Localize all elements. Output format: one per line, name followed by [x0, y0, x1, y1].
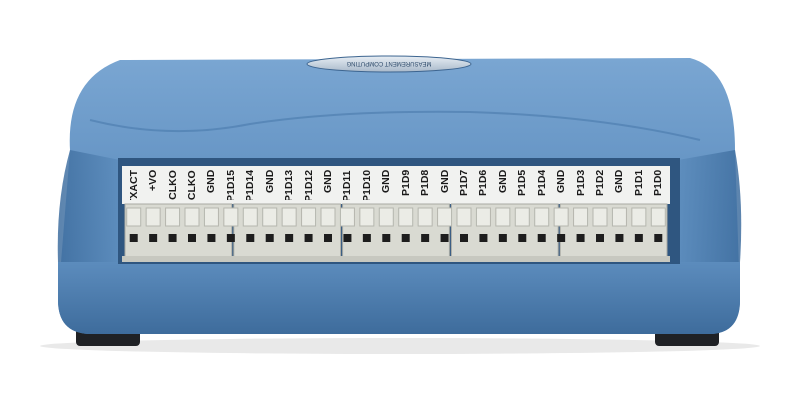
terminal-wire-hole — [479, 234, 488, 242]
terminal-wire-hole — [129, 234, 138, 242]
terminal-screw — [320, 207, 336, 227]
floor-shadow — [40, 338, 760, 354]
terminal-block — [342, 203, 450, 259]
enclosure-right-side — [678, 150, 742, 262]
pin-label: P1D13 — [283, 170, 296, 200]
terminal-wire-hole — [421, 234, 430, 242]
terminal-screw — [126, 207, 142, 227]
terminal-screw — [456, 207, 472, 227]
pin-label: P1D0 — [652, 170, 665, 197]
top-curve-highlight — [89, 110, 701, 141]
terminal-wire-hole — [304, 234, 313, 242]
terminal-screw — [262, 207, 278, 227]
terminal-screw — [631, 207, 647, 227]
terminal-screw — [398, 207, 414, 227]
terminal-screw — [514, 207, 530, 227]
pin-label: P1D14 — [244, 170, 257, 200]
terminal-wire-hole — [401, 234, 410, 242]
terminal-wire-hole — [615, 234, 624, 242]
terminal-wire-hole — [537, 234, 546, 242]
terminal-screw — [417, 207, 433, 227]
terminal-wire-hole — [265, 234, 274, 242]
terminal-screw — [592, 207, 608, 227]
terminal-screw — [184, 207, 200, 227]
terminal-wire-hole — [149, 234, 158, 242]
terminal-screw — [437, 207, 453, 227]
pin-label: GND — [555, 170, 568, 194]
brand-badge — [306, 55, 472, 73]
terminal-screw — [359, 207, 375, 227]
pin-label-panel — [122, 166, 670, 204]
terminal-wire-hole — [188, 234, 196, 242]
terminal-wire-hole — [207, 234, 216, 242]
terminal-wire-hole — [285, 234, 294, 242]
terminal-screw — [203, 207, 219, 227]
terminal-wire-hole — [382, 234, 391, 242]
brand-badge-text: MEASUREMENT COMPUTING — [346, 60, 431, 66]
terminal-screw — [495, 207, 511, 227]
terminal-screw — [145, 207, 161, 227]
terminal-wire-hole — [576, 234, 585, 242]
terminal-wire-hole — [324, 234, 332, 242]
terminal-screw — [378, 207, 394, 227]
terminal-screw — [223, 207, 239, 227]
terminal-screw — [534, 207, 550, 227]
terminal-wire-hole — [498, 234, 507, 242]
enclosure-left-side — [57, 150, 120, 262]
terminal-screw — [242, 207, 258, 227]
enclosure-front-band — [58, 262, 740, 334]
terminal-screw — [301, 207, 317, 227]
terminal-screw — [611, 207, 627, 227]
terminal-screw — [650, 207, 666, 227]
terminal-screw — [573, 207, 589, 227]
terminal-wire-hole — [654, 234, 663, 242]
terminal-wire-hole — [440, 234, 449, 242]
terminal-wire-hole — [226, 234, 235, 242]
terminal-wire-hole — [634, 234, 643, 242]
terminal-wire-hole — [557, 234, 566, 242]
terminal-wire-hole — [246, 234, 255, 242]
terminal-blocks — [122, 203, 670, 262]
terminal-screw — [281, 207, 297, 227]
terminal-wire-hole — [168, 234, 177, 242]
terminal-screw — [165, 207, 181, 227]
terminal-wire-hole — [343, 234, 352, 242]
pin-label: P1D5 — [516, 170, 529, 197]
terminal-wire-hole — [460, 234, 468, 242]
pin-label: GND — [380, 170, 393, 194]
terminal-wire-hole — [362, 234, 371, 242]
pin-label: P1D8 — [419, 170, 432, 197]
terminal-screw — [553, 207, 569, 227]
terminal-wire-hole — [518, 234, 527, 242]
terminal-wire-hole — [596, 234, 604, 242]
terminal-rail — [122, 256, 670, 262]
terminal-screw — [475, 207, 491, 227]
terminal-screw — [339, 207, 355, 227]
pin-label: +VO — [147, 170, 160, 192]
